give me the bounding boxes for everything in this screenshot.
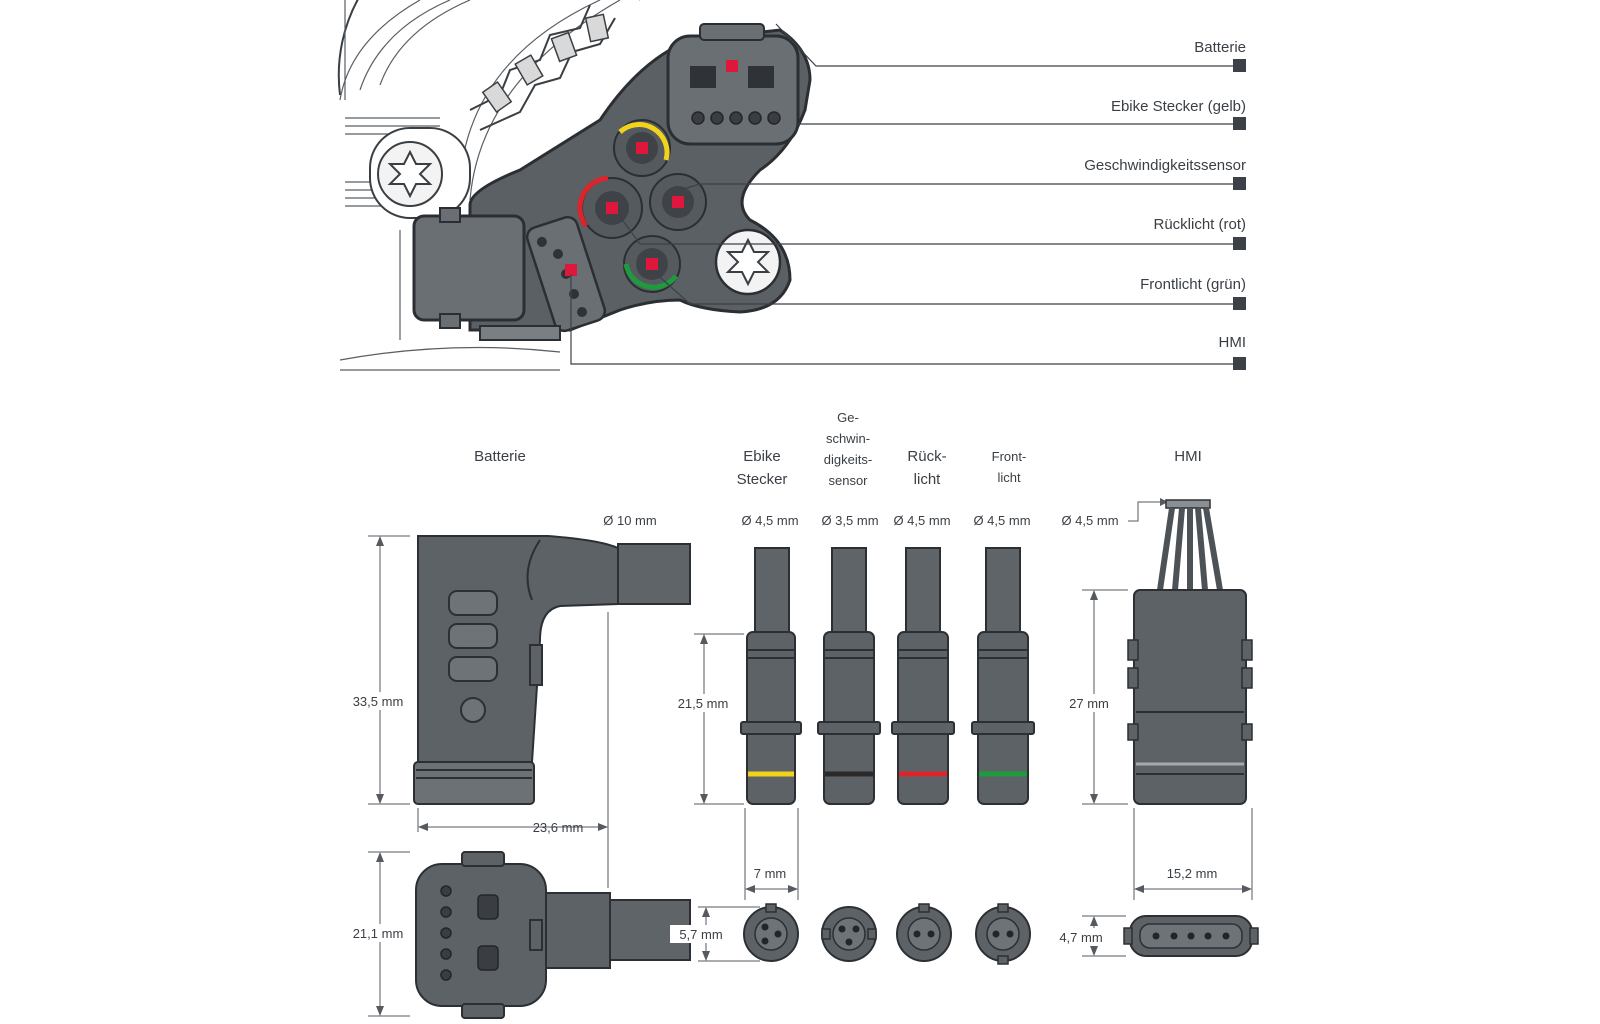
rear-light-socket <box>577 175 643 239</box>
dim-plug-width: 7 mm <box>754 866 787 881</box>
dim-battery-dia: Ø 10 mm <box>603 513 656 528</box>
battery-socket <box>666 23 800 146</box>
battery-connector-front <box>415 851 691 1019</box>
hmi-face-dimension: 4,7 mm <box>1054 915 1126 957</box>
dim-plug-length: 21,5 mm <box>678 696 729 711</box>
dim-hmi-height: 27 mm <box>1069 696 1109 711</box>
dim-ebike-dia: Ø 4,5 mm <box>741 513 798 528</box>
left-screw <box>369 127 471 219</box>
plug-ebike-side <box>740 547 802 805</box>
heading-speed-line1: Ge- <box>837 410 859 425</box>
heading-ebike-line1: Ebike <box>743 448 781 465</box>
dim-front-dia: Ø 4,5 mm <box>973 513 1030 528</box>
diameter-labels: Ø 10 mm Ø 4,5 mm Ø 3,5 mm Ø 4,5 mm Ø 4,5… <box>603 498 1168 528</box>
battery-front-dimensions: 21,1 mm <box>346 851 410 1017</box>
callout-battery: Batterie <box>1194 39 1246 56</box>
dim-rear-dia: Ø 4,5 mm <box>893 513 950 528</box>
heading-hmi: HMI <box>1174 448 1202 465</box>
front-light-socket <box>623 235 681 293</box>
gear-teeth <box>469 4 616 131</box>
speed-sensor-socket <box>649 173 707 231</box>
plug-length-dimension: 21,5 mm 7 mm <box>670 633 799 900</box>
dim-hmi-depth: 4,7 mm <box>1059 930 1102 945</box>
hmi-dimensions: 27 mm 15,2 mm <box>1062 589 1253 900</box>
heading-rear-line2: licht <box>914 471 942 488</box>
dim-speed-dia: Ø 3,5 mm <box>821 513 878 528</box>
dim-hmi-width: 15,2 mm <box>1167 866 1218 881</box>
dim-battery-width: 23,6 mm <box>533 820 584 835</box>
heading-speed-line4: sensor <box>828 473 868 488</box>
callout-rear-light: Rücklicht (rot) <box>1153 216 1246 233</box>
plug-front-light-face <box>975 903 1031 965</box>
callout-labels: Batterie Ebike Stecker (gelb) Geschwindi… <box>1084 39 1246 351</box>
heading-rear-line1: Rück- <box>907 448 946 465</box>
callout-speed-sensor: Geschwindigkeitssensor <box>1084 157 1246 174</box>
dim-battery-height: 33,5 mm <box>353 694 404 709</box>
callout-ebike: Ebike Stecker (gelb) <box>1111 98 1246 115</box>
ebike-socket <box>613 119 671 177</box>
hmi-plug-illustration <box>412 207 561 341</box>
plug-rear-light-side <box>891 547 955 805</box>
hmi-connector-face <box>1123 915 1259 957</box>
heading-front-line2: licht <box>997 470 1021 485</box>
callout-front-light: Frontlicht (grün) <box>1140 276 1246 293</box>
battery-dimensions: 33,5 mm 23,6 mm <box>346 535 609 888</box>
dim-hmi-dia: Ø 4,5 mm <box>1061 513 1118 528</box>
callout-leaders <box>570 23 1246 370</box>
heading-speed-line2: schwin- <box>826 431 870 446</box>
plug-face-dimension: 5,7 mm <box>670 906 760 962</box>
right-screw <box>714 228 782 296</box>
heading-front-line1: Front- <box>992 449 1027 464</box>
heading-ebike-line2: Stecker <box>737 471 788 488</box>
heading-speed-line3: digkeits- <box>824 452 872 467</box>
battery-connector-side <box>413 535 691 805</box>
plug-ebike-face <box>743 903 799 962</box>
plug-front-light-side <box>971 547 1035 805</box>
plug-rear-light-face <box>896 903 952 962</box>
connector-headings: Batterie Ebike Stecker Ge- schwin- digke… <box>474 410 1202 488</box>
hmi-connector-side <box>1127 499 1253 805</box>
callout-hmi: HMI <box>1219 334 1247 351</box>
plug-speed-sensor-side <box>817 547 881 805</box>
dim-plug-face: 5,7 mm <box>679 927 722 942</box>
motor-housing-illustration <box>337 0 812 371</box>
plug-speed-sensor-face <box>821 906 877 962</box>
heading-battery: Batterie <box>474 448 526 465</box>
dim-battery-depth: 21,1 mm <box>353 926 404 941</box>
